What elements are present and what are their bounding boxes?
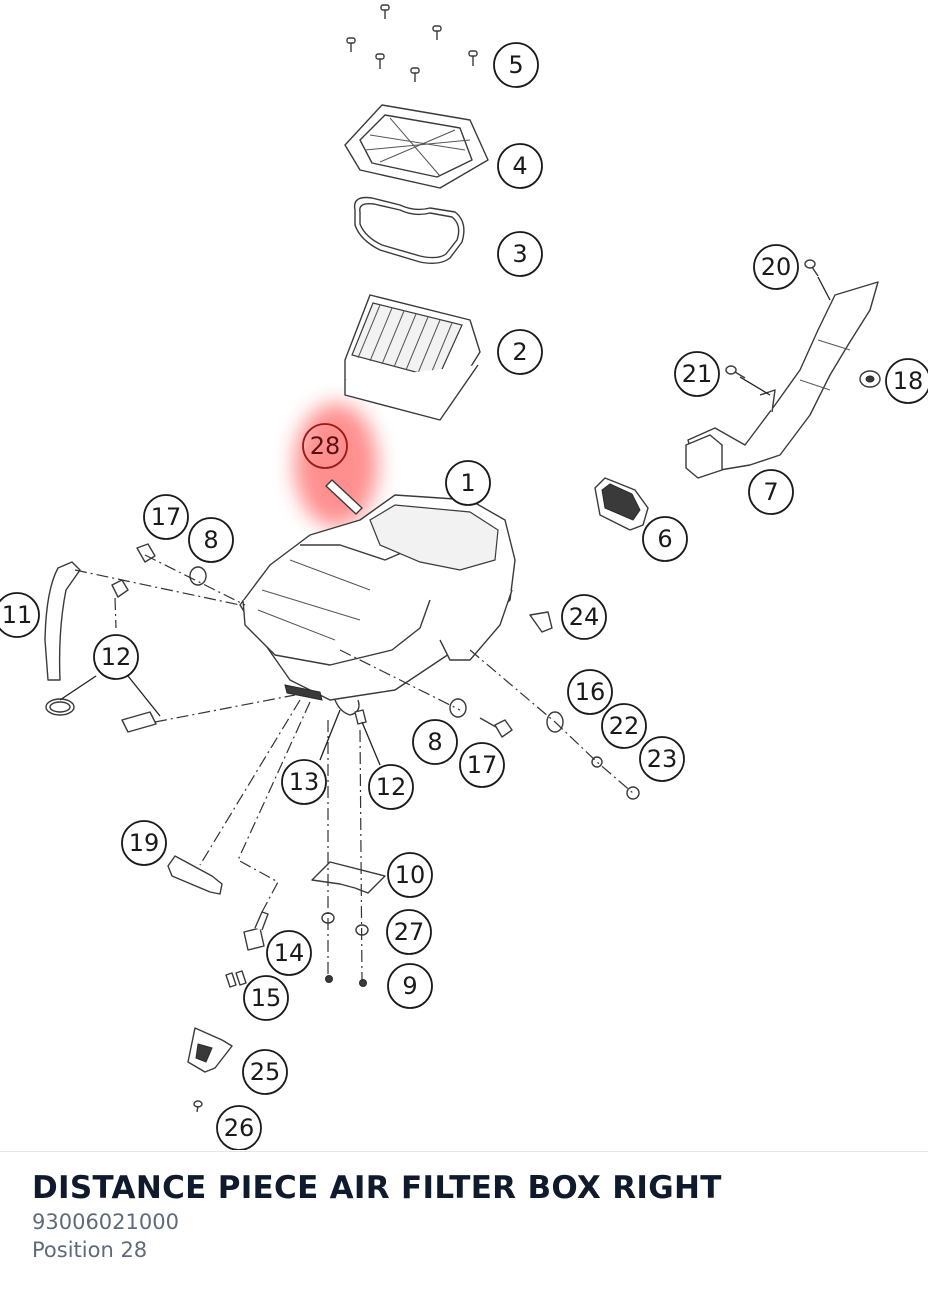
- part-21-screw[interactable]: [725, 365, 746, 379]
- part-title: DISTANCE PIECE AIR FILTER BOX RIGHT: [32, 1170, 722, 1206]
- callout-2[interactable]: 2: [497, 329, 543, 375]
- callout-label: 19: [129, 829, 160, 857]
- exploded-parts-diagram: 5 4 3 2 20 21 18 28 1 7 6 17 8 11 24 12 …: [0, 4, 928, 1150]
- callout-label: 8: [427, 728, 442, 756]
- callout-label: 5: [508, 51, 523, 79]
- assembly-lines: [74, 554, 634, 981]
- callout-3[interactable]: 3: [497, 231, 543, 277]
- callout-label: 23: [647, 745, 678, 773]
- callout-label: 4: [512, 152, 527, 180]
- callout-7[interactable]: 7: [748, 469, 794, 515]
- callout-18[interactable]: 18: [885, 358, 928, 404]
- callout-9[interactable]: 9: [387, 963, 433, 1009]
- part-position: Position 28: [32, 1238, 148, 1262]
- part-5-screws[interactable]: [346, 4, 478, 82]
- callout-label: 8: [203, 526, 218, 554]
- callout-label: 12: [376, 773, 407, 801]
- callout-label: 18: [893, 367, 924, 395]
- callout-10[interactable]: 10: [387, 852, 433, 898]
- callout-label: 25: [250, 1058, 281, 1086]
- part-19-sensor[interactable]: [167, 855, 223, 895]
- part-26-screw[interactable]: [193, 1100, 203, 1113]
- callout-1[interactable]: 1: [445, 460, 491, 506]
- callout-25[interactable]: 25: [242, 1049, 288, 1095]
- part-23-nut[interactable]: [626, 786, 640, 800]
- part-12-clamp-bottom[interactable]: [354, 709, 367, 725]
- part-28-distance-piece[interactable]: [325, 479, 363, 515]
- callout-label: 1: [460, 469, 475, 497]
- part-12-clamp-left[interactable]: [45, 698, 75, 716]
- part-10-plate[interactable]: [311, 861, 386, 894]
- part-9-nuts[interactable]: [325, 975, 367, 987]
- callout-8-left[interactable]: 8: [188, 517, 234, 563]
- part-12-clamp-top[interactable]: [111, 579, 129, 598]
- callout-label: 6: [657, 525, 672, 553]
- callout-label: 2: [512, 338, 527, 366]
- part-15-clip[interactable]: [225, 970, 247, 988]
- callout-13[interactable]: 13: [281, 759, 327, 805]
- callout-label: 15: [251, 984, 282, 1012]
- part-8-grommet-right[interactable]: [449, 698, 467, 718]
- callout-16[interactable]: 16: [567, 669, 613, 715]
- divider: [0, 1151, 928, 1152]
- callout-label: 24: [569, 603, 600, 631]
- callout-label: 3: [512, 240, 527, 268]
- callout-label: 28: [310, 432, 341, 460]
- callout-12-left[interactable]: 12: [93, 634, 139, 680]
- callout-20[interactable]: 20: [753, 244, 799, 290]
- callout-27[interactable]: 27: [386, 909, 432, 955]
- callout-label: 26: [224, 1114, 255, 1142]
- callout-23[interactable]: 23: [639, 736, 685, 782]
- callout-21[interactable]: 21: [674, 351, 720, 397]
- callout-label: 17: [467, 751, 498, 779]
- callout-5[interactable]: 5: [493, 42, 539, 88]
- callout-label: 22: [609, 712, 640, 740]
- callout-label: 27: [394, 918, 425, 946]
- part-8-grommet-left[interactable]: [189, 566, 207, 586]
- callout-15[interactable]: 15: [243, 975, 289, 1021]
- callout-label: 11: [2, 601, 33, 629]
- callout-label: 13: [289, 768, 320, 796]
- callout-label: 12: [101, 643, 132, 671]
- part-lower-plug[interactable]: [121, 711, 157, 733]
- callout-6[interactable]: 6: [642, 516, 688, 562]
- callout-17-right[interactable]: 17: [459, 742, 505, 788]
- callout-19[interactable]: 19: [121, 820, 167, 866]
- part-3-gasket[interactable]: [353, 196, 465, 265]
- callout-8-right[interactable]: 8: [412, 719, 458, 765]
- callout-26[interactable]: 26: [216, 1105, 262, 1150]
- leader-lines: [59, 276, 831, 766]
- callout-label: 16: [575, 678, 606, 706]
- callout-label: 9: [402, 972, 417, 1000]
- callout-label: 14: [274, 939, 305, 967]
- callout-12-bottom[interactable]: 12: [368, 764, 414, 810]
- callout-label: 20: [761, 253, 792, 281]
- callout-17-left[interactable]: 17: [143, 494, 189, 540]
- callout-label: 21: [682, 360, 713, 388]
- part-18-grommet[interactable]: [859, 370, 881, 388]
- part-14-connector[interactable]: [243, 911, 269, 951]
- callout-4[interactable]: 4: [497, 143, 543, 189]
- part-info-panel: DISTANCE PIECE AIR FILTER BOX RIGHT 9300…: [32, 1168, 902, 1264]
- callout-28[interactable]: 28: [302, 423, 348, 469]
- part-4-filter-cover[interactable]: [344, 104, 489, 189]
- part-24-clip[interactable]: [529, 611, 553, 633]
- callout-11[interactable]: 11: [0, 592, 40, 638]
- part-17-bolt-right[interactable]: [479, 717, 513, 738]
- callout-22[interactable]: 22: [601, 703, 647, 749]
- callout-24[interactable]: 24: [561, 594, 607, 640]
- part-11-hose[interactable]: [44, 561, 81, 681]
- callout-label: 10: [395, 861, 426, 889]
- part-2-air-filter-element[interactable]: [344, 294, 481, 421]
- callout-label: 7: [763, 478, 778, 506]
- callout-label: 17: [151, 503, 182, 531]
- part-7-intake-duct[interactable]: [685, 281, 879, 479]
- part-20-screw[interactable]: [804, 259, 819, 277]
- part-25-bracket[interactable]: [187, 1027, 233, 1073]
- callout-14[interactable]: 14: [266, 930, 312, 976]
- part-6-seal-frame[interactable]: [594, 477, 649, 531]
- part-number: 93006021000: [32, 1210, 179, 1234]
- part-1-air-filter-box[interactable]: [239, 494, 516, 716]
